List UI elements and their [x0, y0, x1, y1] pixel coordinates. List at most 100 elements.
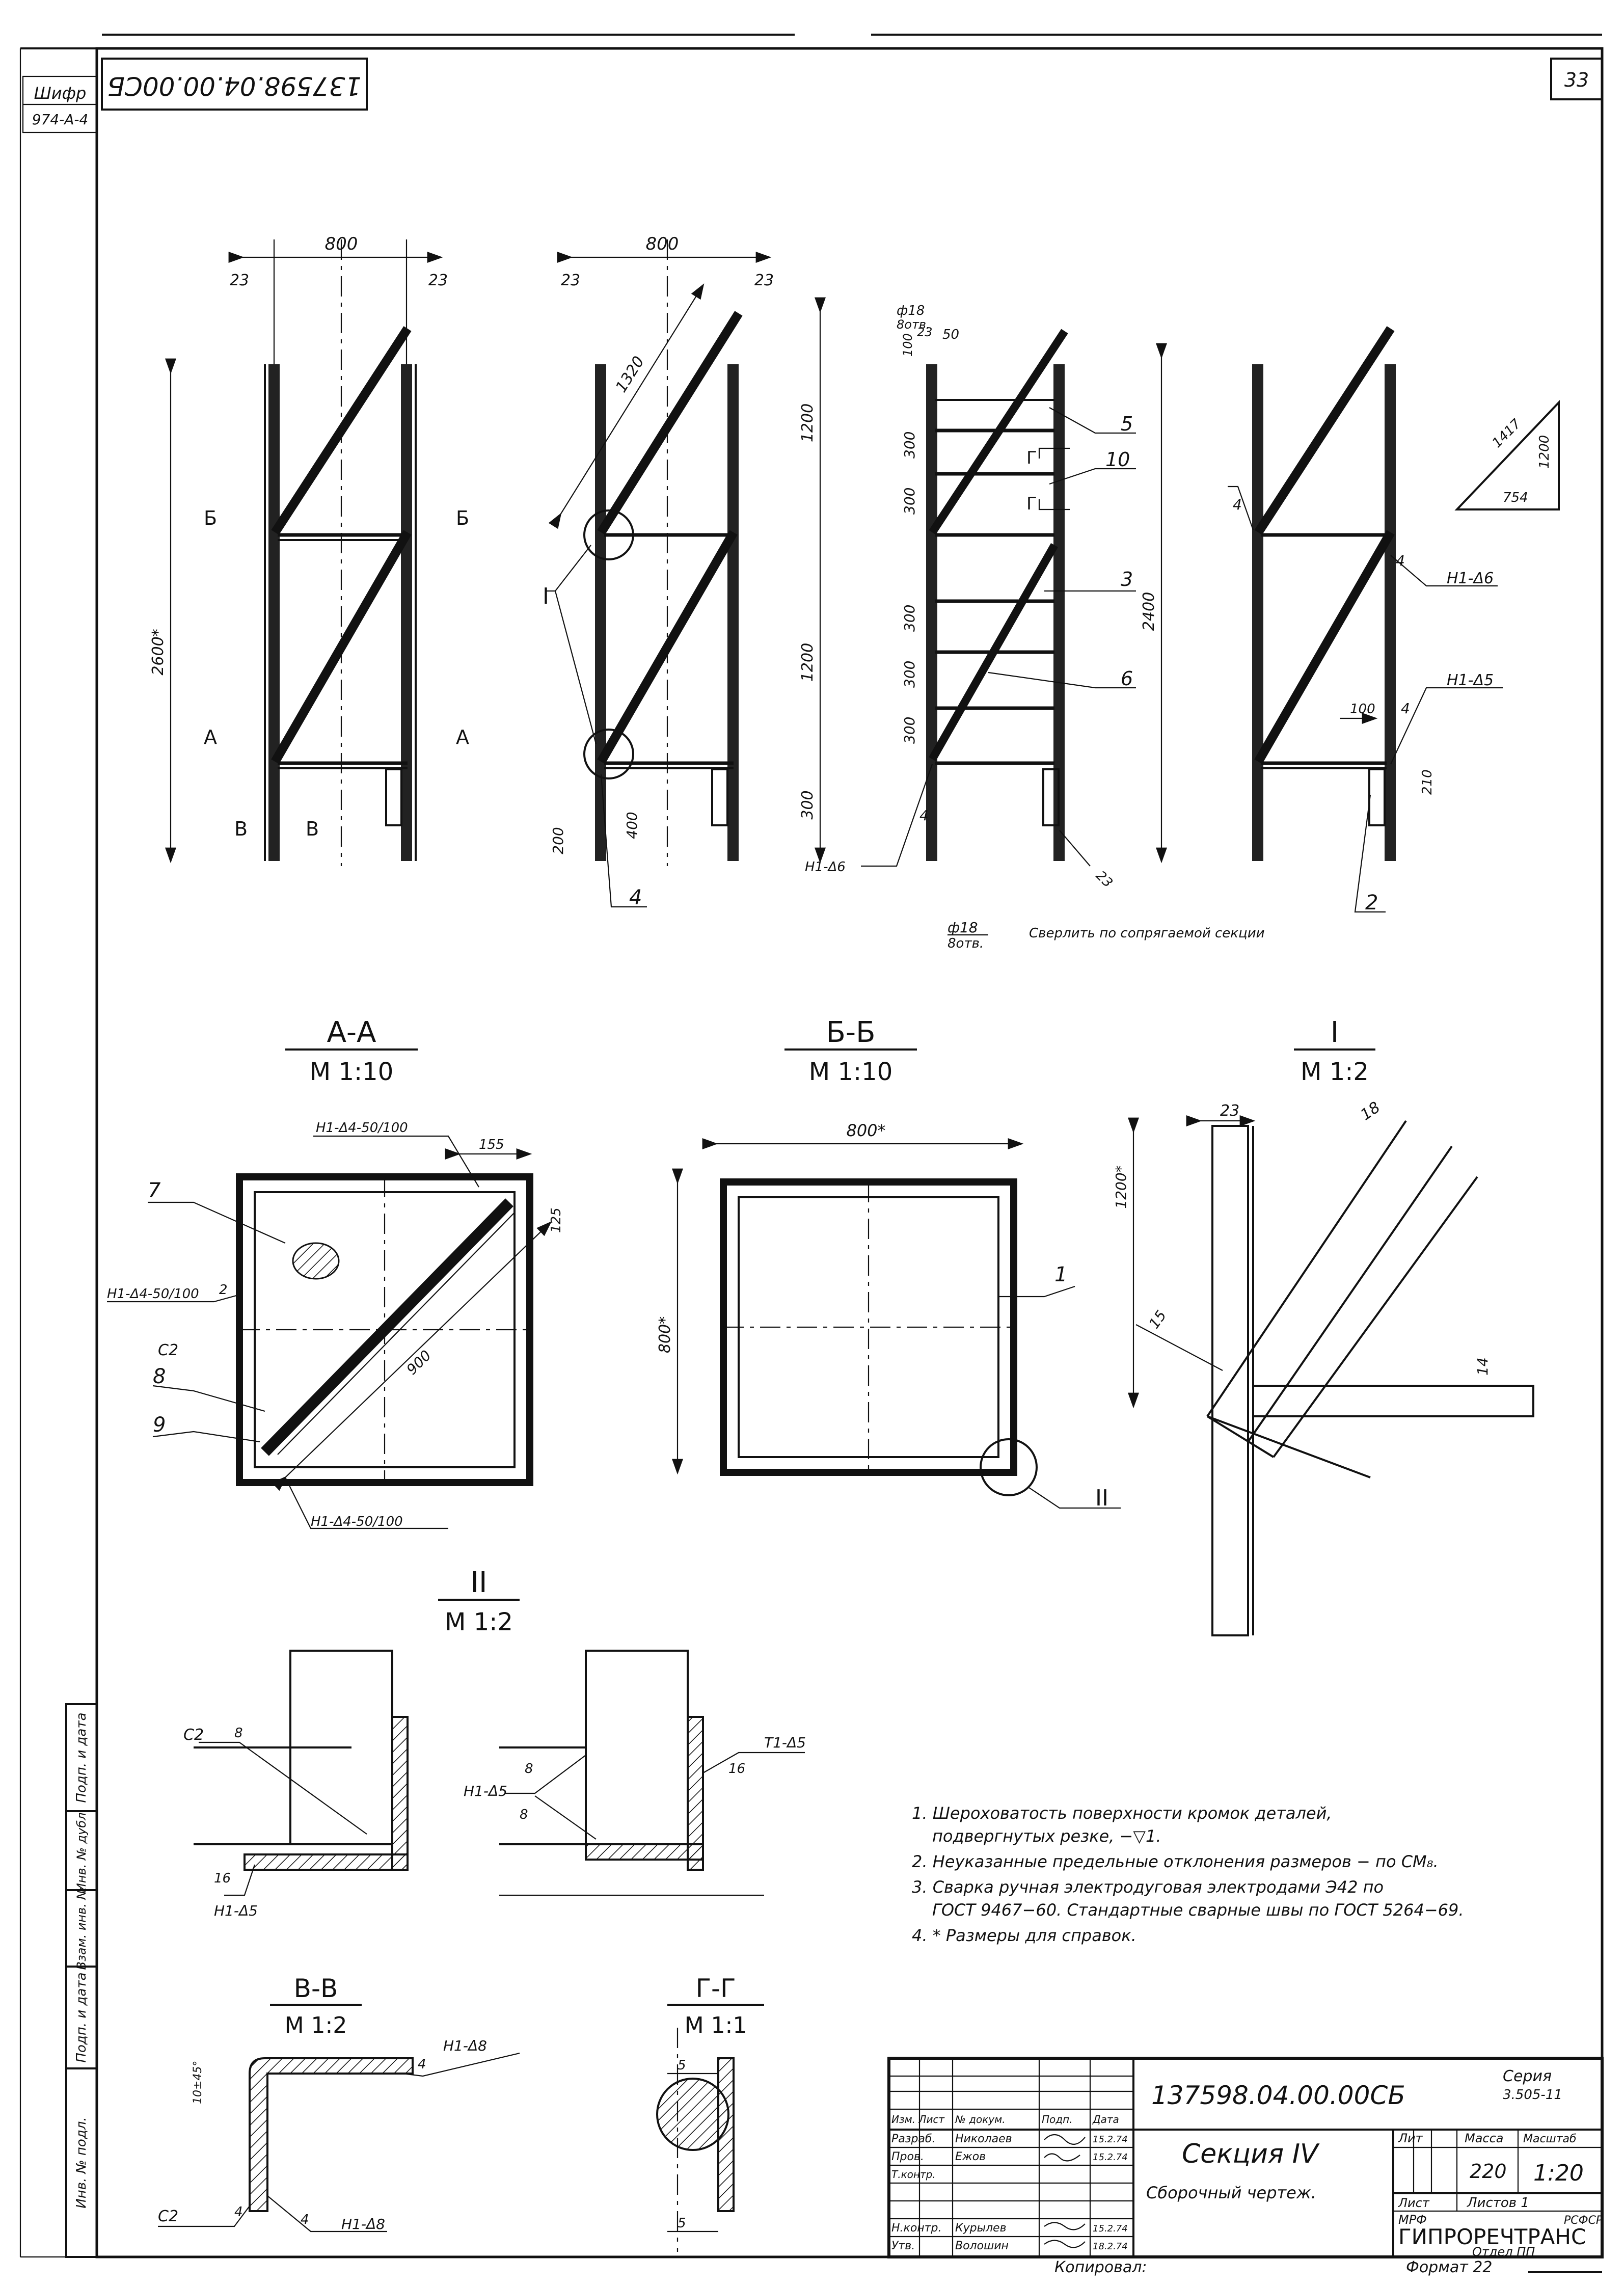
d15-I: 15: [1146, 1307, 1170, 1332]
copied-label: Копировал:: [1054, 2258, 1147, 2276]
title-vv: В-В: [294, 1974, 338, 2003]
w4c-vv: 4: [301, 2212, 309, 2227]
tb-row2-date: 15.2.74: [1093, 2152, 1128, 2163]
w4b: 4: [1396, 552, 1405, 569]
callout-I: I: [543, 583, 549, 609]
d100-4: 100: [1350, 702, 1375, 717]
cipher-label: Шифр: [34, 84, 87, 103]
t1-II: Т1-Δ5: [764, 1734, 806, 1751]
front-view-1: 800 23 23 2600* Б Б А А В В: [149, 234, 469, 866]
d14-I: 14: [1474, 1357, 1491, 1376]
d155: 155: [479, 1137, 504, 1152]
stamp-1: Подп. и дата: [74, 1712, 89, 1802]
scale-gg: М 1:1: [685, 2012, 747, 2038]
d1200-I: 1200*: [1113, 1165, 1129, 1208]
section-vv: В-В М 1:2 10±45° 4 Н1-Δ8 С2 4 4 Н1-Δ8: [158, 1974, 520, 2232]
section-label-a-left: А: [204, 726, 217, 748]
tb-row0-role: Изм. Лист: [891, 2113, 945, 2125]
section-g-2: Г: [1026, 494, 1037, 514]
title-block: 137598.04.00.00СБ Серия 3.505-11 Секция …: [887, 2057, 1604, 2259]
callout-4: 4: [629, 886, 642, 909]
d10: 10±45°: [192, 2061, 204, 2104]
title-gg: Г-Г: [695, 1974, 736, 2003]
scale-aa: М 1:10: [310, 1058, 393, 1086]
weld-h1-d6: Н1-Δ6: [805, 859, 846, 875]
section-label-v-left: В: [234, 818, 248, 840]
doc-code-rotated: 137598.04.00.00СБ: [107, 71, 362, 101]
tb-row6-name: Волошин: [955, 2240, 1009, 2252]
note-1b: подвергнутых резке, −▽1.: [932, 1826, 1161, 1846]
dim-23-left: 23: [230, 272, 249, 289]
drawing-frame: [19, 34, 1604, 2273]
w16a: 16: [214, 1871, 231, 1886]
s300-2: 300: [901, 488, 918, 515]
section-aa: А-А М 1:10 900 Н1-Δ4-50/100 155 125 7 Н1…: [107, 1016, 564, 1529]
weld-left: Н1-Δ4-50/100: [107, 1286, 199, 1302]
pos-5: 5: [1121, 413, 1133, 435]
note-sub: 8отв.: [948, 936, 984, 951]
cipher-value: 974-А-4: [32, 111, 89, 128]
detail-II: II М 1:2 С2 8 16 Н1-Δ5 Н1-Δ5 8 8 Т1-Δ5 1…: [183, 1566, 806, 1919]
section-label-a-right: А: [456, 726, 469, 748]
tb-mass: 220: [1470, 2160, 1507, 2183]
s300-3: 300: [901, 605, 918, 632]
d900: 900: [403, 1347, 435, 1378]
tb-org-ministry: МРФ: [1398, 2213, 1427, 2227]
tb-row5-date: 15.2.74: [1093, 2223, 1128, 2234]
side-stamp: Подп. и дата Взам. инв. № Инв. № дубл. П…: [65, 1703, 98, 2258]
tb-row1-role: Разраб.: [891, 2133, 935, 2145]
dim-400: 400: [624, 812, 640, 839]
hole-dia: ф18: [897, 303, 925, 318]
front-view-3: ф18 8отв. 23 50 100 300 300 300 300 300 …: [805, 303, 1265, 951]
tb-row5-name: Курылев: [955, 2222, 1007, 2235]
dim-200: 200: [550, 827, 566, 854]
note-2: 2. Неуказанные предельные отклонения раз…: [912, 1852, 1439, 1871]
tb-row1-date: 15.2.74: [1093, 2134, 1128, 2145]
tb-row6-date: 18.2.74: [1093, 2241, 1128, 2252]
dim-300: 300: [799, 790, 817, 819]
d5b: 5: [678, 2216, 686, 2231]
pos-3: 3: [1121, 568, 1133, 590]
stamp-2: Взам. инв. №: [74, 1887, 89, 1970]
section-label-b-left: Б: [204, 507, 217, 529]
weld-h1-d6-right: Н1-Δ6: [1447, 570, 1494, 587]
tb-org-republic: РСФСР: [1564, 2214, 1603, 2227]
sheet-number-box: 33: [1550, 58, 1603, 100]
tb-row0-date: Дата: [1092, 2113, 1119, 2125]
tb-org-dept: Отдел ПП: [1472, 2245, 1535, 2259]
weld-t-vv: Н1-Δ8: [443, 2037, 487, 2054]
dim-23-right: 23: [428, 272, 448, 289]
tb-col-mass: Масса: [1465, 2131, 1504, 2145]
tb-series-value: 3.505-11: [1503, 2087, 1562, 2103]
note-1: 1. Шероховатость поверхности кромок дета…: [912, 1804, 1332, 1823]
tb-scale: 1:20: [1533, 2160, 1584, 2186]
weld-bottom: Н1-Δ4-50/100: [311, 1514, 403, 1529]
front-view-4: 1417 1200 754 4 4 Н1-Δ6 4 Н1-Δ5 100 210 …: [1228, 326, 1560, 914]
scale-I: М 1:2: [1301, 1058, 1369, 1086]
w4b-vv: 4: [234, 2204, 243, 2220]
d23: 23: [917, 325, 933, 339]
pos-2: 2: [1365, 891, 1378, 914]
title-II: II: [470, 1566, 487, 1599]
pos-10: 10: [1105, 448, 1130, 471]
c2: С2: [158, 1341, 178, 1359]
pos-8: 8: [153, 1365, 166, 1388]
w4: 4: [919, 807, 929, 824]
section-gg: Г-Г М 1:1 5 5: [656, 1974, 764, 2252]
w4c: 4: [1401, 700, 1410, 717]
w8a: 8: [234, 1726, 243, 1741]
w16b: 16: [728, 1761, 745, 1777]
hole-sub: 8отв.: [897, 317, 930, 332]
stamp-3: Инв. № дубл.: [74, 1809, 89, 1892]
s300-1: 300: [901, 432, 918, 459]
s300-4: 300: [901, 661, 918, 688]
c2-vv: С2: [158, 2208, 178, 2225]
front-view-2: 800 23 23 1320 1200 1200 300 200 400 I 4: [543, 234, 826, 909]
section-bb: Б-Б М 1:10 800* 800* 1 II: [656, 1016, 1121, 1511]
w2: 2: [219, 1282, 228, 1298]
tb-series-label: Серия: [1503, 2067, 1552, 2085]
tb-org-name: ГИПРОРЕЧТРАНС: [1398, 2224, 1586, 2249]
pos-7: 7: [148, 1179, 161, 1202]
pos-9: 9: [153, 1413, 166, 1437]
